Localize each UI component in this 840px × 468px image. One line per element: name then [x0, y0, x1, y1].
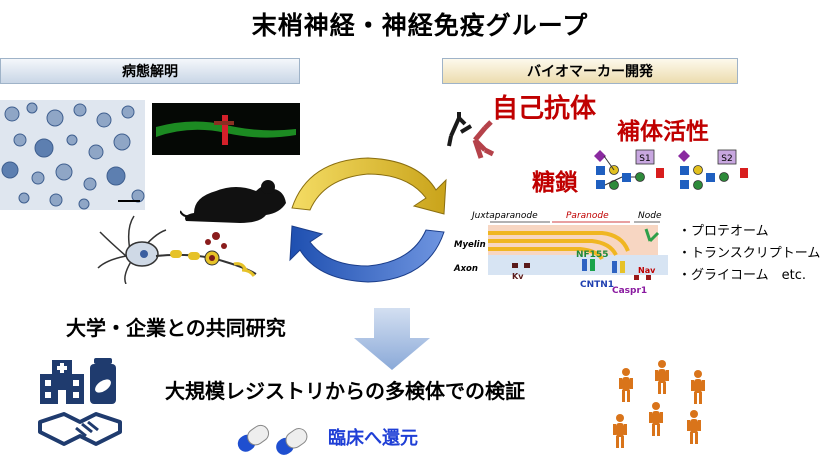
node-of-ranvier-diagram: Juxtaparanode Paranode Node Myelin Axon … [453, 211, 668, 295]
antibody-icon [447, 112, 495, 159]
protein-nav: Nav [638, 266, 656, 275]
region-juxtaparanode: Juxtaparanode [470, 211, 538, 221]
protein-kv: Kv [512, 272, 524, 281]
protein-nf155: NF155 [576, 250, 608, 260]
down-arrow [354, 308, 430, 370]
page-title: 末梢神経・神経免疫グループ [251, 11, 589, 40]
omics-proteome: ・プロテオーム [678, 224, 769, 239]
layer-axon: Axon [453, 264, 478, 274]
glycan-text: 糖鎖 [532, 170, 578, 196]
research-cycle-arrows [289, 157, 447, 283]
hospital-pharma-handshake-icon [38, 358, 122, 446]
region-paranode: Paranode [566, 211, 609, 221]
people-figures-icon [613, 360, 705, 448]
protein-cntn1: CNTN1 [580, 280, 614, 290]
collaboration-text: 大学・企業との共同研究 [66, 316, 286, 340]
pathology-label: 病態解明 [0, 58, 300, 84]
neuron-icon [97, 215, 257, 284]
glycan-tag-s2: S2 [721, 154, 732, 164]
region-node: Node [638, 211, 662, 221]
biomarker-label: バイオマーカー開発 [442, 58, 738, 84]
registry-text: 大規模レジストリからの多検体での検証 [165, 379, 525, 403]
mouse-icon [180, 180, 286, 223]
omics-transcriptome: ・トランスクリプトーム [678, 246, 821, 261]
glycan-tag-s1: S1 [639, 154, 650, 164]
capsules-icon [237, 424, 308, 455]
omics-glycome: ・グライコーム etc. [678, 268, 806, 283]
autoantibody-text: 自己抗体 [492, 94, 597, 124]
protein-caspr1: Caspr1 [612, 286, 647, 295]
layer-myelin: Myelin [454, 240, 486, 250]
nerve-section-image [0, 100, 145, 210]
clinic-text: 臨床へ還元 [328, 428, 418, 449]
complement-text: 補体活性 [617, 119, 709, 145]
glycan-structure: S1 S2 [594, 149, 748, 190]
fluorescence-image [152, 103, 300, 155]
